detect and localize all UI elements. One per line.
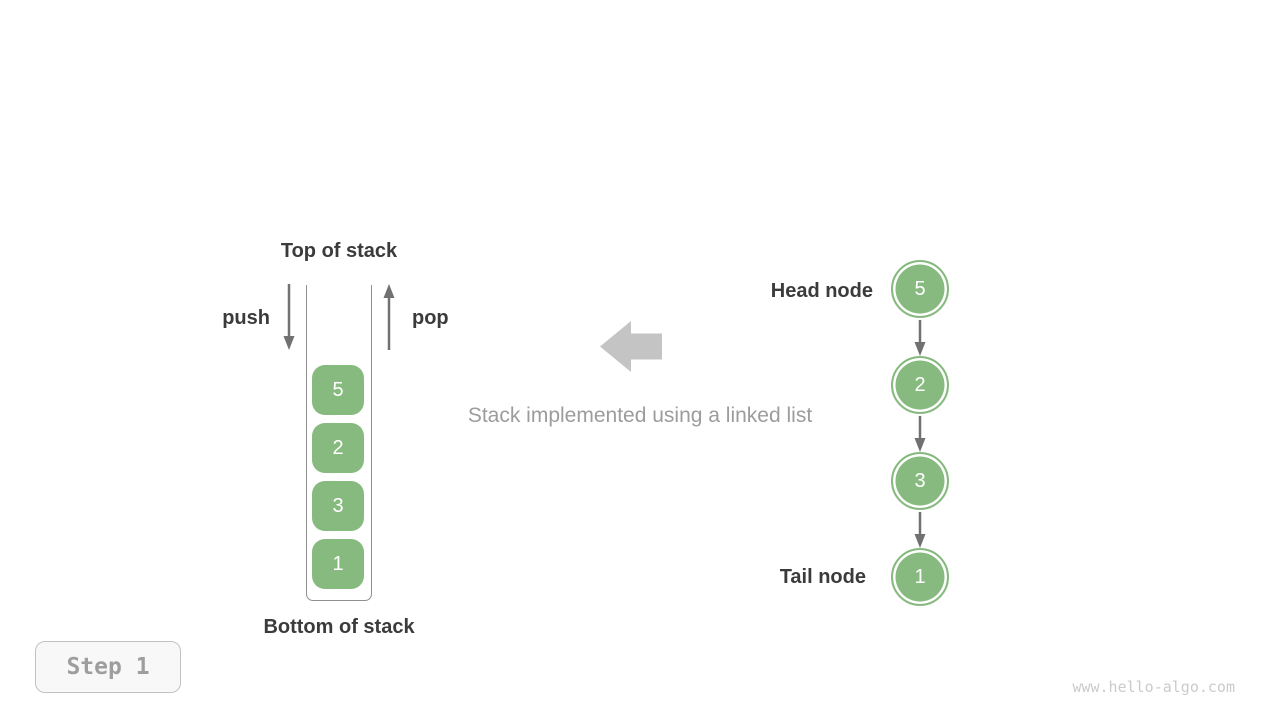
step-badge: Step 1 bbox=[35, 641, 181, 693]
link-arrow-icon bbox=[914, 512, 926, 548]
stack-item: 1 bbox=[312, 539, 364, 589]
pop-label: pop bbox=[412, 307, 449, 329]
push-label: push bbox=[222, 307, 270, 329]
stack-item: 2 bbox=[312, 423, 364, 473]
push-arrow-icon bbox=[283, 284, 295, 350]
bottom-of-stack-label: Bottom of stack bbox=[263, 616, 415, 638]
pop-arrow-icon bbox=[383, 284, 395, 350]
top-of-stack-label: Top of stack bbox=[280, 240, 398, 262]
link-arrow-icon bbox=[914, 320, 926, 356]
list-node: 5 bbox=[891, 260, 949, 318]
stack-item: 3 bbox=[312, 481, 364, 531]
list-node: 3 bbox=[891, 452, 949, 510]
diagram-caption: Stack implemented using a linked list bbox=[467, 404, 813, 427]
tail-node-label: Tail node bbox=[779, 566, 866, 588]
stack-container: 5 2 3 1 bbox=[306, 285, 372, 601]
link-arrow-icon bbox=[914, 416, 926, 452]
stack-item: 5 bbox=[312, 365, 364, 415]
highlight-left-arrow-icon bbox=[600, 321, 662, 372]
list-node: 2 bbox=[891, 356, 949, 414]
list-node: 1 bbox=[891, 548, 949, 606]
watermark: www.hello-algo.com bbox=[1072, 678, 1235, 696]
head-node-label: Head node bbox=[770, 280, 873, 302]
